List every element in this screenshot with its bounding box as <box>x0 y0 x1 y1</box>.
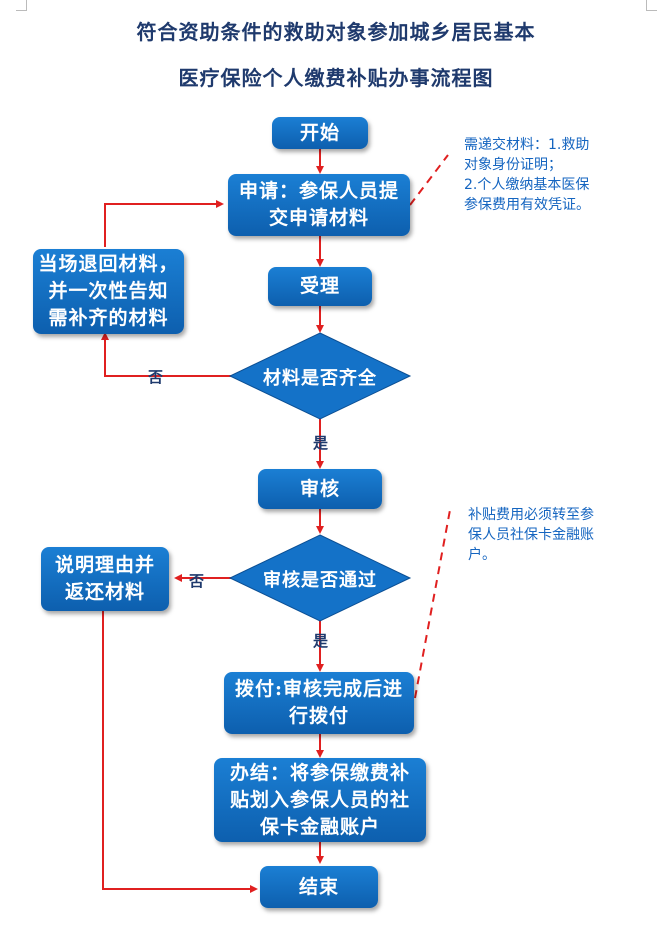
apply-node: 申请：参保人员提 交申请材料 <box>228 174 410 236</box>
dashed-callout-materials <box>409 154 449 206</box>
edge-label-yes-1: 是 <box>313 434 329 452</box>
note-required-materials: 需递交材料：1.救助 对象身份证明； 2.个人缴纳基本医保 参保费用有效凭证。 <box>464 137 590 213</box>
return-materials-node: 当场退回材料， 并一次性告知 需补齐的材料 <box>33 249 184 334</box>
arrow-return-to-apply <box>104 200 224 247</box>
disburse-node: 拨付:审核完成后进 行拨付 <box>224 672 414 734</box>
arrow-check-no-to-return <box>101 332 232 377</box>
arrow-explain-to-end <box>102 611 258 893</box>
diamond-check-complete <box>228 332 412 420</box>
review-pass-label: 审核是否通过 <box>263 570 377 591</box>
edge-label-no-1: 否 <box>148 368 164 386</box>
check-complete-label: 材料是否齐全 <box>263 368 377 389</box>
explain-node: 说明理由并 返还材料 <box>41 547 169 611</box>
page-corner-mark-right <box>646 0 657 11</box>
accept-node: 受理 <box>268 267 372 306</box>
diagram-title-line2: 医疗保险个人缴费补贴办事流程图 <box>178 66 494 90</box>
diagram-title-line1: 符合资助条件的救助对象参加城乡居民基本 <box>136 20 536 44</box>
page-corner-mark-left <box>16 0 27 11</box>
start-node: 开始 <box>272 117 368 149</box>
edge-label-no-2: 否 <box>189 572 205 590</box>
dashed-callout-subsidy <box>414 509 451 699</box>
diamond-review-pass <box>228 534 412 622</box>
review-node: 审核 <box>258 469 382 509</box>
note-subsidy-account: 补贴费用必须转至参 保人员社保卡金融账 户。 <box>468 507 594 563</box>
end-node: 结束 <box>260 866 378 908</box>
handle-node: 办结：将参保缴费补 贴划入参保人员的社 保卡金融账户 <box>214 758 426 842</box>
edge-label-yes-2: 是 <box>313 632 329 650</box>
